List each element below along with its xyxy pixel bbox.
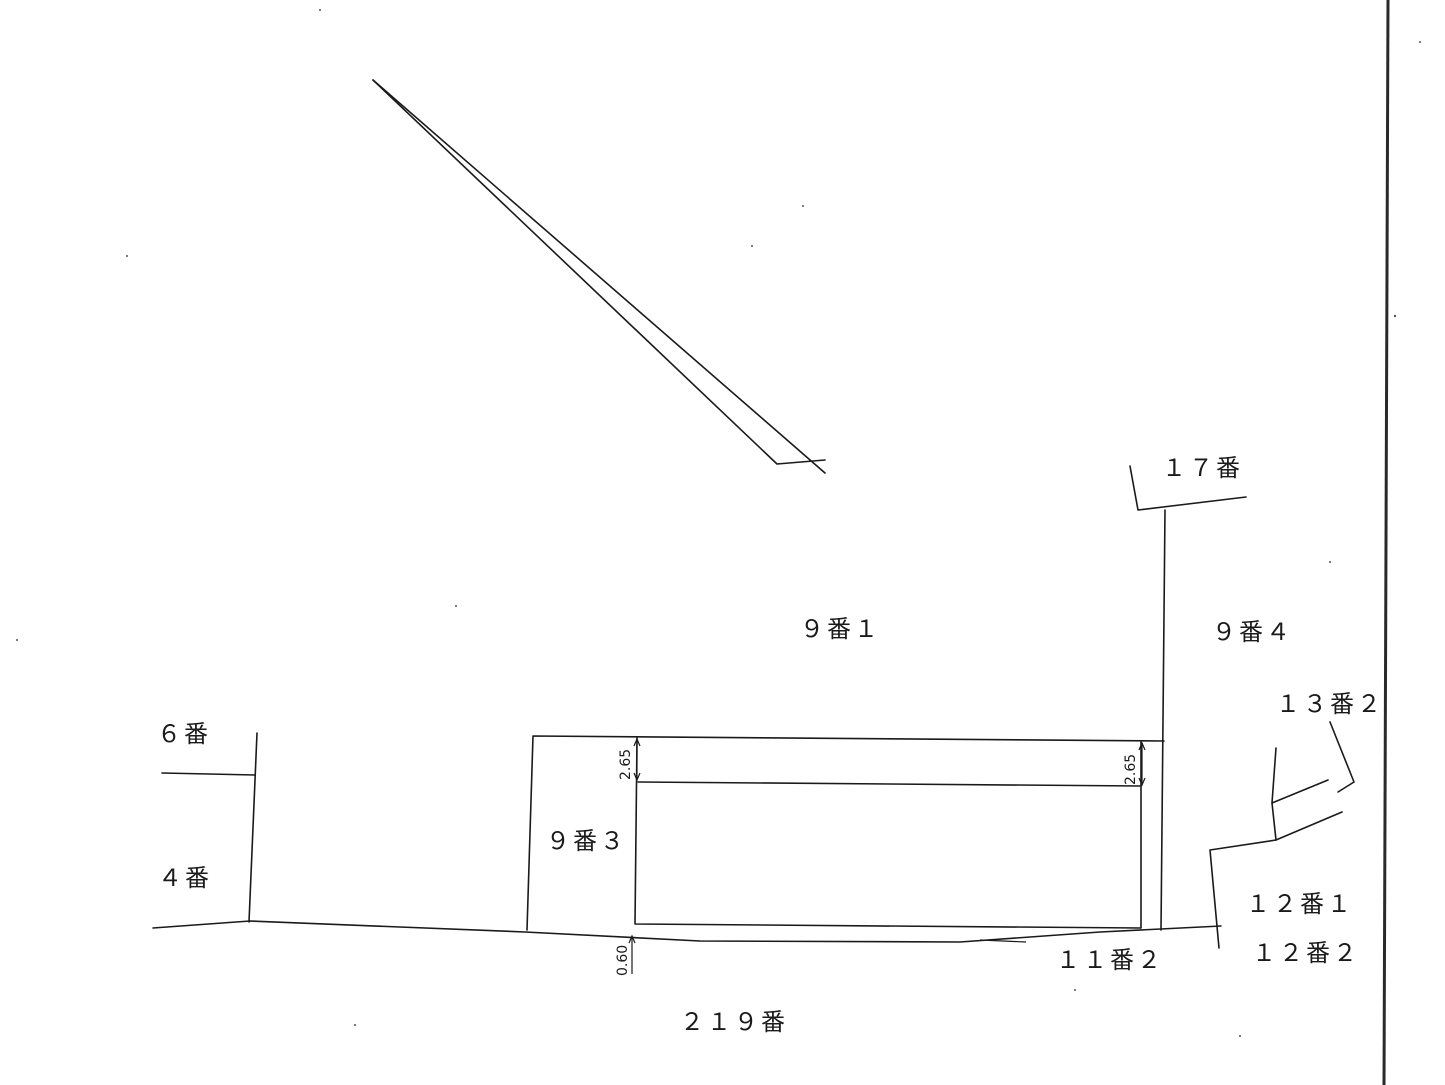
setback-line <box>637 781 1142 787</box>
dimension-label-left: 2.65 <box>618 749 634 780</box>
dimension-label-road: 0.60 <box>615 945 631 976</box>
speck <box>1239 1035 1241 1037</box>
lot-label-11-2: １１番２ <box>1056 946 1164 974</box>
speck <box>802 205 804 207</box>
dimension-left: 2.65 <box>618 737 641 782</box>
speck <box>1419 41 1421 43</box>
arrowhead-icon <box>633 772 641 782</box>
speck <box>16 639 18 641</box>
lot-label-9-4: ９番４ <box>1212 618 1293 646</box>
lot-9-4-boundary <box>1160 509 1166 931</box>
lot-label-13-2: １３番２ <box>1276 690 1384 718</box>
speck <box>1329 561 1331 563</box>
lot-13-2-boundary-a <box>1329 721 1355 793</box>
diagonal-marker <box>372 79 826 474</box>
dimension-label-right: 2.65 <box>1123 754 1139 785</box>
lot-label-12-1: １２番１ <box>1246 890 1354 918</box>
speck <box>1393 314 1397 318</box>
page-edge-line <box>1382 0 1390 1085</box>
lot-label-9-3: ９番３ <box>546 827 627 855</box>
lot-12-boundary <box>1209 839 1277 949</box>
speck <box>319 9 321 11</box>
lot-13-2-boundary-c <box>1271 802 1343 841</box>
lot-label-4: ４番 <box>158 864 212 892</box>
diagonal-line-left <box>372 79 826 465</box>
lot-9-3-boundary <box>526 735 1165 931</box>
arrowhead-icon <box>633 737 641 747</box>
road-tick <box>979 939 1027 943</box>
lot-label-17: １７番 <box>1162 454 1243 482</box>
speck <box>751 245 753 247</box>
speck <box>354 1024 356 1026</box>
scan-specks <box>16 9 1421 1037</box>
lot-6-boundary <box>161 772 256 776</box>
lot-label-219: ２１９番 <box>680 1008 788 1036</box>
lot-13-2-boundary-b <box>1271 747 1329 804</box>
speck <box>126 255 128 257</box>
lot-label-9-1: ９番１ <box>800 615 881 643</box>
arrowhead-icon <box>628 934 636 944</box>
road-edge-line <box>152 920 1222 943</box>
lot-4-boundary <box>248 732 258 923</box>
dimension-road: 0.60 <box>615 934 636 976</box>
speck <box>455 605 457 607</box>
building-rectangle <box>634 737 1142 929</box>
speck <box>1074 989 1076 991</box>
arrowhead-icon <box>1138 777 1146 787</box>
lot-17-boundary <box>1129 465 1247 511</box>
diagonal-line-right <box>372 79 826 474</box>
arrowhead-icon <box>1138 741 1146 751</box>
dimension-right: 2.65 <box>1123 741 1146 787</box>
lot-label-6: ６番 <box>157 720 211 748</box>
lot-12-13-boundaries <box>1209 721 1355 949</box>
lot-label-12-2: １２番２ <box>1252 939 1360 967</box>
building-outline <box>634 737 1142 929</box>
